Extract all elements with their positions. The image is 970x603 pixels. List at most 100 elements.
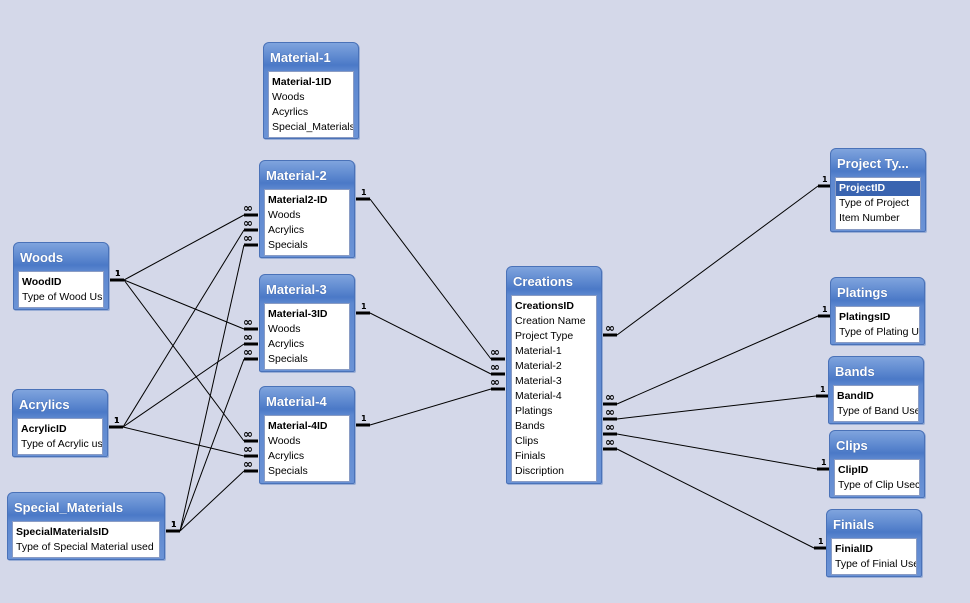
field[interactable]: Acrylics [268,338,305,350]
table-special-materials[interactable]: Special_Materials SpecialMaterialsID Typ… [7,492,165,560]
relationship-line[interactable] [123,214,245,281]
field[interactable]: Material-1 [515,345,562,357]
relationship-line[interactable] [616,433,818,470]
table-title[interactable]: Material-4 [266,394,327,409]
relationship-one-label: 1 [361,302,367,311]
table-title[interactable]: Creations [513,274,573,289]
field-primary-key[interactable]: AcrylicID [21,423,67,435]
relationship-line[interactable] [616,185,819,336]
table-woods[interactable]: Woods WoodID Type of Wood Us [13,242,109,310]
field[interactable]: Type of Band Use [837,405,918,417]
relationship-line[interactable] [122,426,245,457]
field-primary-key[interactable]: Material2-ID [268,194,328,206]
field[interactable]: Clips [515,435,539,447]
field[interactable]: Type of Clip Usec [838,479,919,491]
table-material-3[interactable]: Material-3 Material-3ID Woods Acrylics S… [259,274,355,372]
table-clips[interactable]: Clips ClipID Type of Clip Usec [829,430,925,498]
relationship-line[interactable] [616,315,819,405]
relationship-line[interactable] [616,395,817,420]
relationship-line[interactable] [122,343,245,428]
field[interactable]: Type of Wood Us [22,291,103,303]
field[interactable]: Woods [272,91,305,103]
field[interactable]: Type of Acrylic us [21,438,102,450]
field-primary-key[interactable]: PlatingsID [839,311,891,323]
relationship-line[interactable] [179,358,245,532]
table-title[interactable]: Material-3 [266,282,327,297]
relationship-line[interactable] [123,279,245,330]
relationship-line[interactable] [179,244,245,532]
relationship-line[interactable] [122,229,245,428]
table-title[interactable]: Special_Materials [14,500,124,515]
field[interactable]: Woods [268,435,301,447]
table-platings[interactable]: Platings PlatingsID Type of Plating U [830,277,925,345]
field-primary-key[interactable]: ClipID [838,464,869,476]
table-material-4[interactable]: Material-4 Material-4ID Woods Acrylics S… [259,386,355,484]
field[interactable]: Specials [268,239,308,251]
field[interactable]: Acrylics [268,450,305,462]
table-finials[interactable]: Finials FinialID Type of Finial Use [826,509,922,577]
field[interactable]: Project Type [515,330,574,342]
table-material-1[interactable]: Material-1 Material-1ID Woods Acyrlics S… [263,42,359,139]
field[interactable]: Acyrlics [272,106,309,118]
field[interactable]: Specials [268,353,308,365]
field-primary-key-selected[interactable]: ProjectID [836,181,920,196]
table-title[interactable]: Project Ty... [837,156,909,171]
field-list: Material-4ID Woods Acrylics Specials [264,415,350,482]
field[interactable]: Woods [268,323,301,335]
field[interactable]: Material-4 [515,390,562,402]
relationship-one-label: 1 [114,416,120,425]
field-primary-key[interactable]: Material-1ID [272,76,332,88]
field-primary-key[interactable]: BandID [837,390,874,402]
field[interactable]: Platings [515,405,553,417]
relationship-line[interactable] [369,198,492,360]
field[interactable]: Bands [515,420,545,432]
table-project-type[interactable]: Project Ty... ProjectID Type of Project … [830,148,926,232]
table-acrylics[interactable]: Acrylics AcrylicID Type of Acrylic us [12,389,108,457]
field[interactable]: Special_Materials [272,121,353,133]
field-list: FinialID Type of Finial Use [831,538,917,575]
field-primary-key[interactable]: FinialID [835,543,873,555]
relationship-line[interactable] [179,470,245,532]
field[interactable]: Finials [515,450,546,462]
relationship-one-label: 1 [361,414,367,423]
relationship-many-label: ∞ [243,201,253,215]
field[interactable]: Type of Finial Use [835,558,916,570]
field-primary-key[interactable]: SpecialMaterialsID [16,526,109,538]
table-title[interactable]: Acrylics [19,397,70,412]
field[interactable]: Creation Name [515,315,586,327]
table-title[interactable]: Finials [833,517,875,532]
table-title[interactable]: Clips [836,438,868,453]
table-title[interactable]: Material-1 [270,50,331,65]
field[interactable]: Specials [268,465,308,477]
field-primary-key[interactable]: WoodID [22,276,62,288]
relationship-one-label: 1 [820,385,826,394]
table-title[interactable]: Woods [20,250,64,265]
table-material-2[interactable]: Material-2 Material2-ID Woods Acrylics S… [259,160,355,258]
table-bands[interactable]: Bands BandID Type of Band Use [828,356,924,424]
field[interactable]: Material-2 [515,360,562,372]
relationship-one-label: 1 [115,269,121,278]
field[interactable]: Acrylics [268,224,305,236]
field-list: Material-1ID Woods Acyrlics Special_Mate… [268,71,354,138]
field[interactable]: Woods [268,209,301,221]
relationship-line[interactable] [616,448,815,549]
field[interactable]: Type of Plating U [839,326,919,338]
field[interactable]: Material-3 [515,375,562,387]
field-primary-key[interactable]: Material-4ID [268,420,328,432]
relationship-line[interactable] [369,388,492,426]
table-title[interactable]: Bands [835,364,875,379]
relationship-line[interactable] [369,312,492,375]
field[interactable]: Discription [515,465,565,477]
relationship-many-label: ∞ [243,231,253,245]
field-list: BandID Type of Band Use [833,385,919,422]
field[interactable]: Item Number [839,212,900,224]
relationship-many-label: ∞ [605,420,615,434]
table-creations[interactable]: Creations CreationsID Creation Name Proj… [506,266,602,484]
table-title[interactable]: Platings [837,285,888,300]
field-primary-key[interactable]: Material-3ID [268,308,328,320]
field-primary-key[interactable]: CreationsID [515,300,574,312]
relationship-one-label: 1 [171,520,177,529]
table-title[interactable]: Material-2 [266,168,327,183]
field[interactable]: Type of Special Material used [16,541,154,553]
field[interactable]: Type of Project [839,197,910,209]
